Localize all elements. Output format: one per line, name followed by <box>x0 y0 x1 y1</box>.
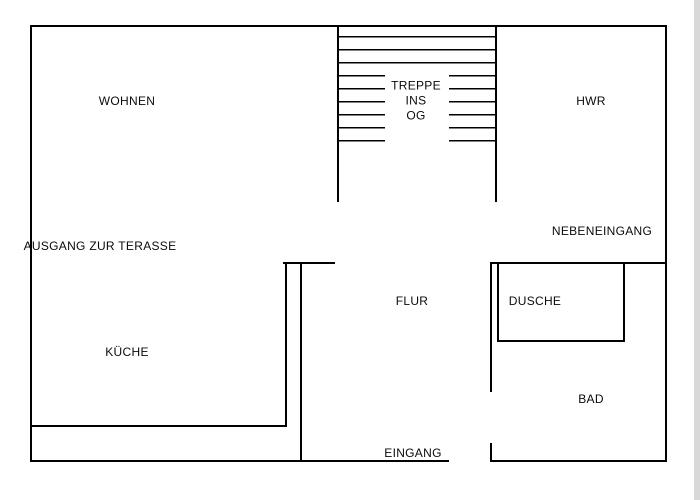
stairs-label-line1: TREPPE <box>391 78 441 93</box>
shower-wall-right <box>623 262 625 342</box>
wall-outer-top <box>30 25 667 27</box>
wall-outer-bottom-left <box>30 460 449 462</box>
room-label-hwr: HWR <box>576 94 606 108</box>
stairwell-wall-left <box>337 25 339 202</box>
stairs-label-line3: OG <box>406 108 426 123</box>
stairs-steps-right-flight <box>449 36 495 144</box>
wall-outer-left <box>30 25 32 462</box>
stairwell-wall-right <box>495 25 497 202</box>
annotation-nebeneingang: NEBENEINGANG <box>551 224 653 238</box>
wall-kitchen-top-stub <box>283 262 335 264</box>
wall-outer-bottom-right <box>490 460 667 462</box>
wall-flur-bad-upper <box>490 262 492 392</box>
wall-kitchen-left-line <box>285 262 287 427</box>
kitchen-counter-line <box>30 425 287 427</box>
stairs-steps-left-flight <box>339 36 385 144</box>
stairs-label-line2: INS <box>405 93 427 108</box>
room-label-kueche: KÜCHE <box>105 345 149 359</box>
shower-wall-bottom <box>497 340 625 342</box>
room-label-flur: FLUR <box>395 294 429 308</box>
annotation-eingang: EINGANG <box>384 446 442 460</box>
page-edge-strip <box>694 0 700 500</box>
room-label-dusche: DUSCHE <box>508 294 562 308</box>
room-label-wohnen: WOHNEN <box>98 94 156 108</box>
stairs-label: TREPPE INS OG <box>391 79 441 124</box>
annotation-ausgang-terasse: AUSGANG ZUR TERASSE <box>23 239 177 253</box>
stairs-top-landing-steps <box>385 36 449 64</box>
wall-bath-top <box>490 262 667 264</box>
shower-wall-left <box>497 262 499 342</box>
wall-kitchen-right-line <box>300 262 302 462</box>
wall-flur-bad-lower-stub <box>490 443 492 462</box>
room-label-bad: BAD <box>578 392 604 406</box>
wall-outer-right <box>665 25 667 462</box>
